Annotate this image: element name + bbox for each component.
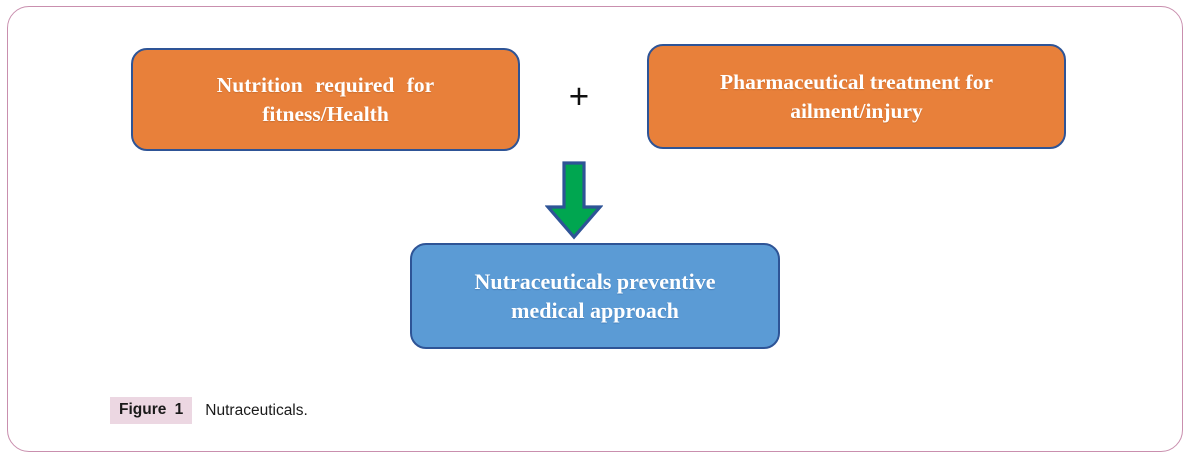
node-nutraceuticals-text: Nutraceuticals preventive medical approa… — [475, 267, 716, 325]
figure-caption: Figure 1 Nutraceuticals. — [110, 397, 308, 424]
figure-caption-text: Nutraceuticals. — [205, 401, 308, 419]
node-nutraceuticals-line1: Nutraceuticals preventive — [474, 268, 716, 294]
node-nutraceuticals-approach: Nutraceuticals preventive medical approa… — [410, 243, 780, 349]
arrow-down-icon — [545, 161, 603, 240]
plus-operator-icon: + — [568, 77, 590, 116]
node-pharmaceutical-line1: Pharmaceutical treatment for — [719, 70, 994, 95]
node-pharmaceutical-treatment: Pharmaceutical treatment for ailment/inj… — [647, 44, 1066, 149]
node-nutraceuticals-line2: medical approach — [511, 298, 679, 323]
node-pharmaceutical-line2: ailment/injury — [790, 98, 923, 123]
node-nutrition-line1: Nutrition required for — [216, 73, 435, 98]
node-pharmaceutical-text: Pharmaceutical treatment for ailment/inj… — [720, 68, 993, 125]
node-nutrition-text: Nutrition required for fitness/Health — [217, 71, 434, 128]
node-nutrition-line2: fitness/Health — [262, 101, 389, 126]
node-nutrition-required: Nutrition required for fitness/Health — [131, 48, 520, 151]
figure-caption-label: Figure 1 — [110, 397, 193, 424]
figure-frame-border — [7, 6, 1183, 452]
